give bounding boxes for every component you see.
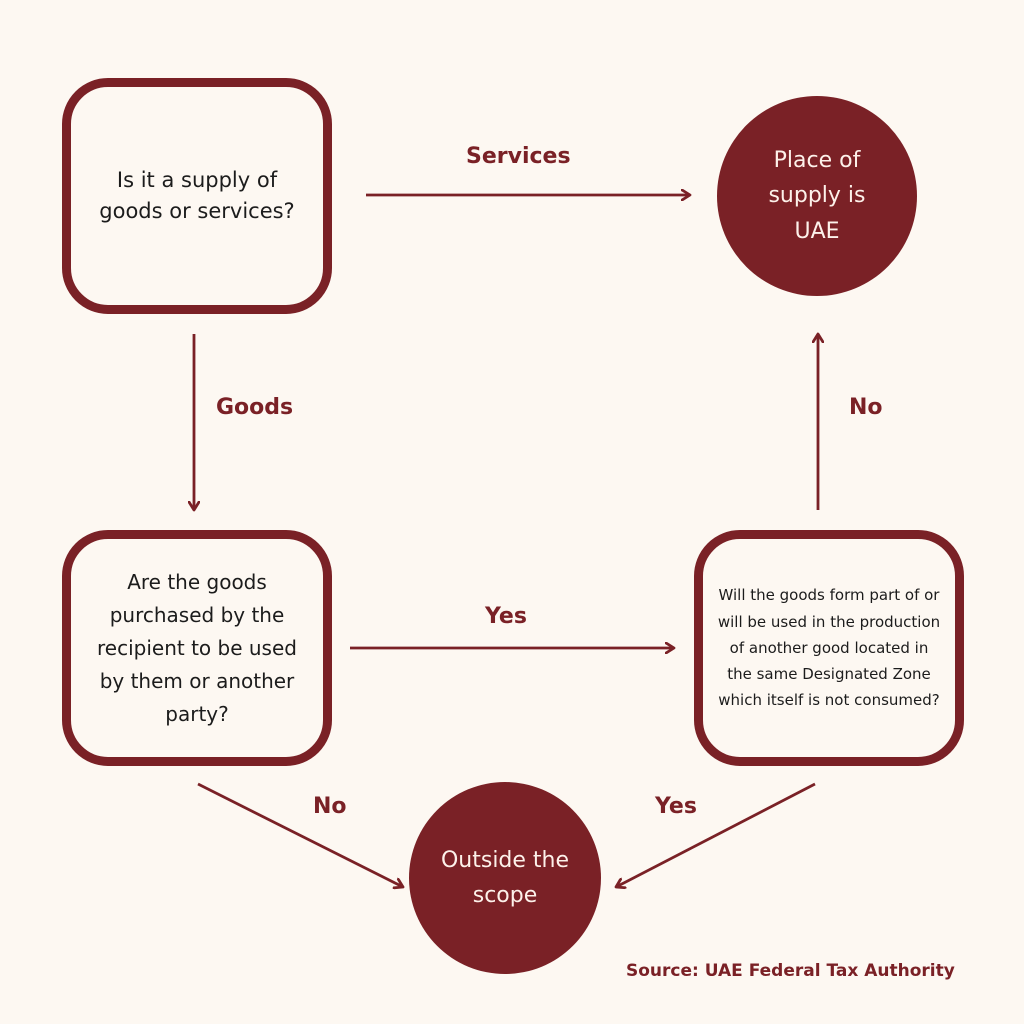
node-used-by-text: Are the goods purchased by the recipient… [97,569,297,726]
node-goods-or-services-question: Is it a supply of goods or services? [62,78,332,314]
node-outside-scope-text: Outside the scope [440,847,570,908]
edge-label-yes-to-outside: Yes [655,794,697,819]
edge-label-no-to-outside: No [313,794,347,819]
arrow-no-to-outside [197,782,403,887]
node-place-of-supply-text: Place of supply is UAE [768,148,866,244]
node-designated-zone-text: Will the goods form part of or will be u… [717,586,941,710]
arrow-yes-to-outside [616,782,816,887]
node-used-by-question: Are the goods purchased by the recipient… [62,530,332,766]
node-outside-scope: Outside the scope [409,782,601,974]
node-place-of-supply-uae: Place of supply is UAE [717,96,917,296]
edge-label-services: Services [466,144,571,169]
source-credit: Source: UAE Federal Tax Authority [626,961,955,981]
node-goods-or-services-text: Is it a supply of goods or services? [99,167,295,224]
edge-label-no-to-uae: No [849,395,883,420]
edge-label-goods: Goods [216,395,294,420]
edge-label-yes-to-zone-question: Yes [485,604,527,629]
node-designated-zone-question: Will the goods form part of or will be u… [694,530,964,766]
